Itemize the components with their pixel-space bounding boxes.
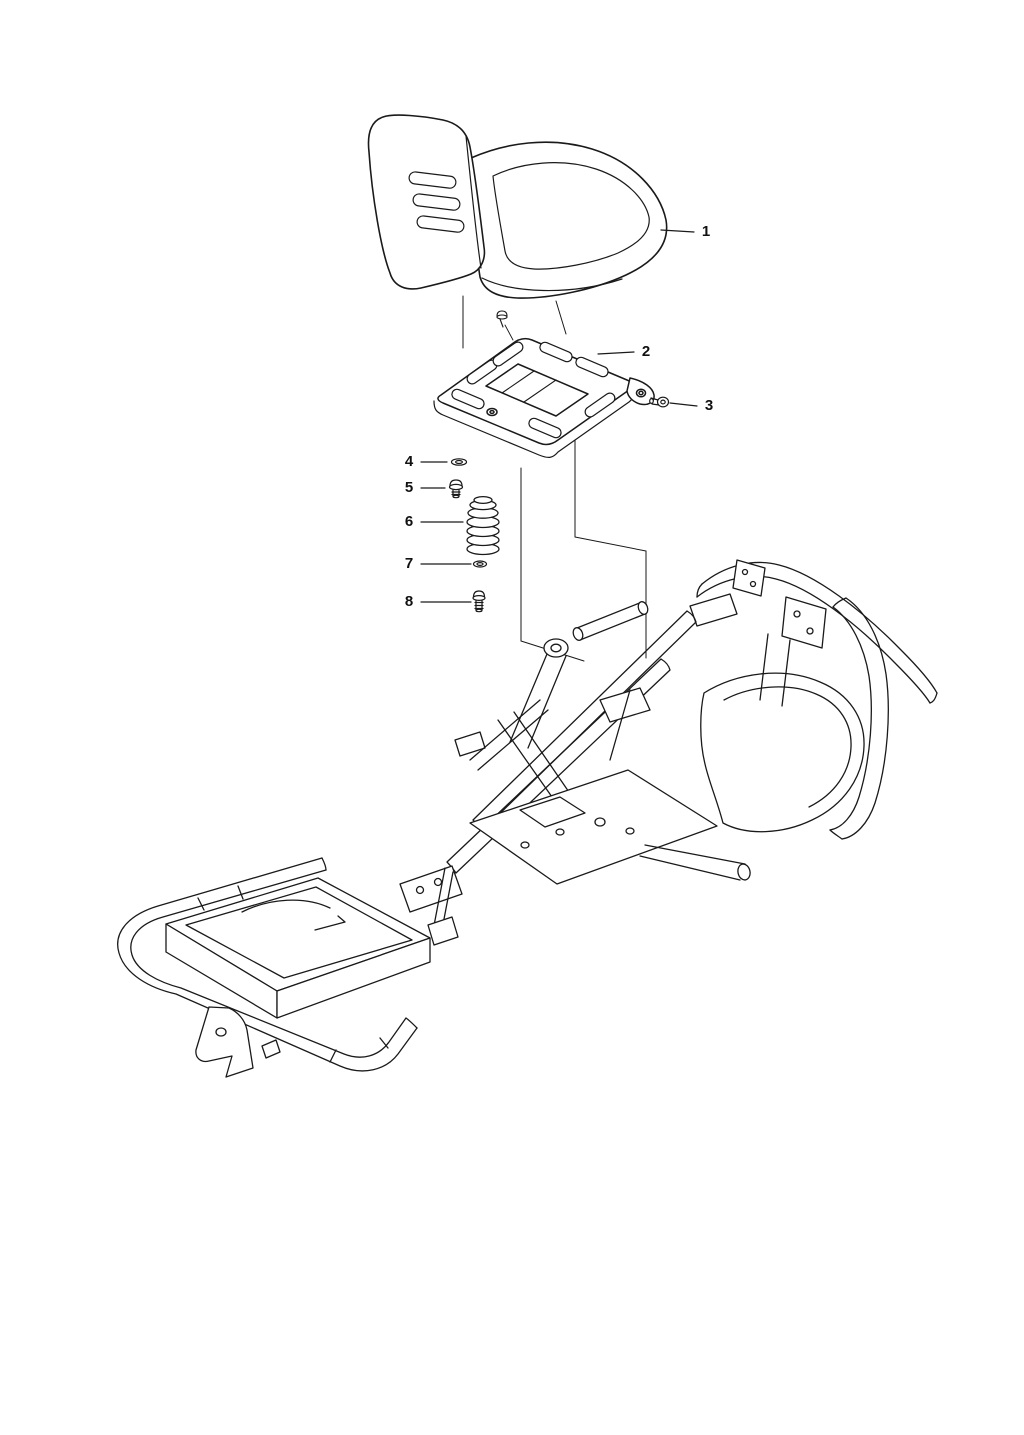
chassis-frame [117, 559, 938, 1078]
screw-5 [448, 479, 464, 499]
callout-3: 3 [704, 397, 714, 414]
callout-5: 5 [404, 479, 414, 496]
front-bracket [195, 1006, 281, 1078]
rear-right-hoop-tube [829, 597, 889, 840]
callout-2-leader [597, 351, 635, 355]
callout-8: 8 [404, 593, 414, 610]
plate-slots [451, 341, 616, 439]
seat-post [509, 638, 569, 749]
rear-fender [700, 633, 865, 833]
support-rod [572, 601, 649, 641]
spring-6 [466, 495, 500, 556]
callout-1-leader [660, 229, 695, 233]
front-links [399, 865, 463, 946]
seat [367, 114, 668, 299]
seat-vent-slots [408, 171, 465, 233]
screw-8 [472, 590, 486, 613]
washer-7 [472, 560, 488, 568]
callout-1: 1 [701, 223, 711, 240]
seat-mounting-plate [433, 337, 655, 458]
callout-2: 2 [641, 343, 651, 360]
washer-4 [450, 458, 468, 466]
center-deck [454, 731, 751, 885]
callout-4: 4 [404, 453, 414, 470]
callout-6: 6 [404, 513, 414, 530]
rear-brackets [689, 559, 827, 649]
callout-7: 7 [404, 555, 414, 572]
front-platform-tray [165, 877, 431, 1019]
screw-3 [649, 396, 670, 408]
callout-leader-lines [420, 229, 698, 603]
plate-top-screw [496, 310, 514, 341]
tray-bumper-tube [117, 857, 418, 1072]
callout-3-leader [669, 402, 698, 407]
